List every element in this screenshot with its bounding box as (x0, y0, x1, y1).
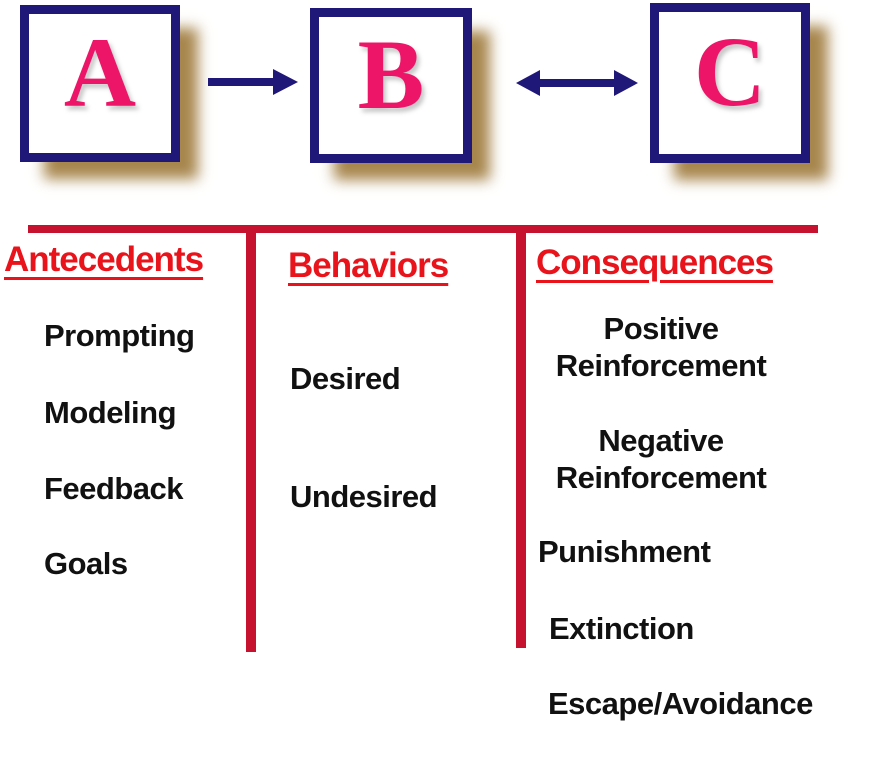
box-a-letter: A (63, 16, 137, 128)
arrow-double-icon (516, 70, 638, 96)
divider-vertical-behaviors-consequences (516, 233, 526, 648)
antecedents-item-feedback: Feedback (44, 471, 184, 506)
consequences-item-punishment: Punishment (538, 534, 711, 569)
column-header-antecedents: Antecedents (4, 240, 204, 279)
column-header-consequences: Consequences (536, 243, 774, 282)
behaviors-item-desired: Desired (290, 361, 401, 396)
antecedents-item-prompting: Prompting (44, 318, 195, 353)
antecedents-item-modeling: Modeling (44, 395, 177, 430)
consequences-item-extinction: Extinction (549, 611, 694, 646)
arrow-right-icon (208, 69, 298, 95)
behaviors-item-undesired: Undesired (290, 479, 438, 514)
divider-vertical-antecedents-behaviors (246, 233, 256, 652)
column-header-behaviors: Behaviors (288, 246, 449, 285)
antecedents-item-goals: Goals (44, 546, 128, 581)
box-b: B (310, 8, 472, 163)
box-c-letter: C (693, 16, 767, 127)
box-c: C (650, 3, 810, 163)
divider-horizontal (28, 225, 818, 233)
consequences-item-escape-avoidance: Escape/Avoidance (548, 686, 813, 721)
box-b-letter: B (357, 18, 425, 130)
box-a: A (20, 5, 180, 162)
consequences-item-negative-reinforcement: Negative Reinforcement (555, 423, 767, 495)
consequences-item-positive-reinforcement: Positive Reinforcement (555, 311, 767, 383)
